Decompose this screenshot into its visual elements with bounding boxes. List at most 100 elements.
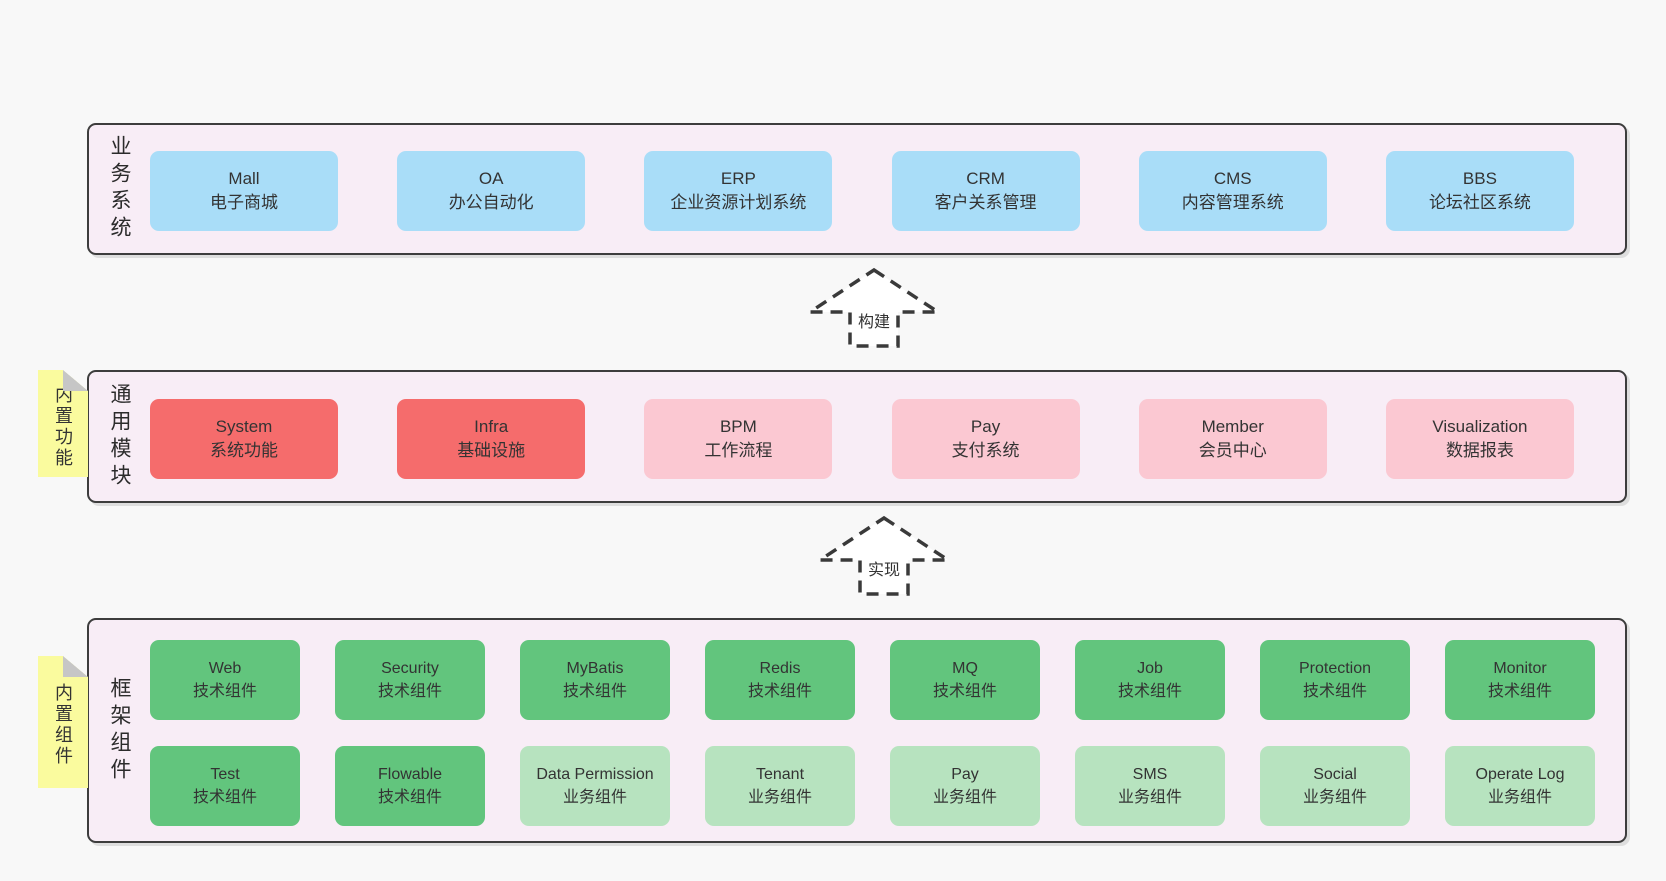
box-title: Flowable (377, 766, 443, 783)
box-bbs: BBS 论坛社区系统 (1385, 151, 1574, 231)
box-title: CMS (1213, 169, 1252, 188)
box-erp: ERP 企业资源计划系统 (644, 151, 833, 231)
box-subtitle: 技术组件 (1117, 683, 1182, 700)
box-subtitle: 工作流程 (704, 441, 773, 460)
box-test: Test 技术组件 (150, 746, 300, 826)
box-bpm: BPM 工作流程 (644, 399, 833, 479)
box-subtitle: 技术组件 (192, 683, 257, 700)
note-fold-corner (63, 370, 88, 391)
box-title: Mall (228, 169, 260, 188)
box-subtitle: 会员中心 (1198, 441, 1267, 460)
box-subtitle: 技术组件 (562, 683, 627, 700)
box-operate-log: Operate Log 业务组件 (1445, 746, 1595, 826)
box-pay: Pay 支付系统 (891, 399, 1080, 479)
box-title: Operate Log (1475, 766, 1565, 783)
box-title: SMS (1132, 766, 1168, 783)
box-title: Job (1137, 660, 1163, 677)
box-subtitle: 业务组件 (1487, 789, 1552, 806)
box-crm: CRM 客户关系管理 (891, 151, 1080, 231)
box-title: Pay (970, 417, 1001, 436)
box-title: Visualization (1432, 417, 1528, 436)
box-subtitle: 论坛社区系统 (1428, 193, 1531, 212)
box-title: Web (208, 660, 242, 677)
box-subtitle: 客户关系管理 (934, 193, 1037, 212)
box-member: Member 会员中心 (1138, 399, 1327, 479)
arrow-implement: 实现 (816, 514, 952, 598)
box-mall: Mall 电子商城 (150, 151, 338, 231)
box-title: System (215, 417, 273, 436)
sticky-note-built-in-features: 内置功能 (38, 370, 88, 477)
box-title: Test (210, 766, 240, 783)
sticky-note-built-in-components: 内置组件 (38, 656, 88, 788)
box-title: Protection (1298, 660, 1372, 677)
box-sms: SMS 业务组件 (1075, 746, 1225, 826)
box-subtitle: 技术组件 (932, 683, 997, 700)
arrow-build: 构建 (806, 266, 942, 350)
box-subtitle: 技术组件 (377, 683, 442, 700)
box-mq: MQ 技术组件 (890, 640, 1040, 720)
box-visualization: Visualization 数据报表 (1385, 399, 1574, 479)
box-subtitle: 业务组件 (747, 789, 812, 806)
box-oa: OA 办公自动化 (397, 151, 586, 231)
box-subtitle: 业务组件 (1302, 789, 1367, 806)
box-subtitle: 技术组件 (747, 683, 812, 700)
box-title: Member (1201, 417, 1264, 436)
box-subtitle: 企业资源计划系统 (670, 193, 807, 212)
box-subtitle: 业务组件 (932, 789, 997, 806)
box-subtitle: 办公自动化 (448, 193, 534, 212)
box-title: ERP (720, 169, 756, 188)
box-subtitle: 基础设施 (457, 441, 526, 460)
sticky-note-label: 内置组件 (53, 683, 73, 767)
section-label-business-systems: 业务系统 (108, 135, 131, 243)
box-web: Web 技术组件 (150, 640, 300, 720)
box-title: Data Permission (536, 766, 654, 783)
box-title: Social (1313, 766, 1357, 783)
note-fold-corner (63, 656, 88, 677)
section-business-systems: 业务系统 Mall 电子商城 OA 办公自动化 ERP 企业资源计划系统 CRM 客户关系管理… (87, 123, 1627, 255)
box-job: Job 技术组件 (1075, 640, 1225, 720)
box-subtitle: 支付系统 (951, 441, 1020, 460)
box-pay: Pay 业务组件 (890, 746, 1040, 826)
arrow-label-build: 构建 (854, 308, 894, 332)
box-subtitle: 系统功能 (210, 441, 278, 460)
section-common-modules: 通用模块 System 系统功能 Infra 基础设施 BPM 工作流程 Pay 支付系统 Me… (87, 370, 1627, 503)
box-title: OA (478, 169, 504, 188)
section-label-framework-components: 框架组件 (108, 676, 131, 785)
box-subtitle: 技术组件 (1302, 683, 1367, 700)
box-title: Infra (474, 417, 509, 436)
box-title: MyBatis (566, 660, 624, 677)
sticky-note-label: 内置功能 (53, 384, 73, 469)
box-mybatis: MyBatis 技术组件 (520, 640, 670, 720)
common-modules-row: System 系统功能 Infra 基础设施 BPM 工作流程 Pay 支付系统 Member 会… (150, 399, 1574, 479)
box-title: Pay (951, 766, 979, 783)
box-subtitle: 数据报表 (1445, 441, 1514, 460)
box-data-permission: Data Permission 业务组件 (520, 746, 670, 826)
box-subtitle: 技术组件 (377, 789, 442, 806)
box-subtitle: 技术组件 (192, 789, 257, 806)
arrow-label-implement: 实现 (864, 556, 904, 580)
box-title: Redis (759, 660, 801, 677)
box-subtitle: 电子商城 (210, 193, 278, 212)
box-title: CRM (966, 169, 1005, 188)
box-title: BBS (1462, 169, 1497, 188)
box-title: MQ (952, 660, 978, 677)
section-label-common-modules: 通用模块 (108, 382, 131, 491)
box-system: System 系统功能 (150, 399, 338, 479)
box-title: BPM (719, 417, 757, 436)
box-protection: Protection 技术组件 (1260, 640, 1410, 720)
box-social: Social 业务组件 (1260, 746, 1410, 826)
box-subtitle: 业务组件 (562, 789, 627, 806)
box-redis: Redis 技术组件 (705, 640, 855, 720)
box-subtitle: 业务组件 (1117, 789, 1182, 806)
box-infra: Infra 基础设施 (397, 399, 586, 479)
box-title: Monitor (1493, 660, 1547, 677)
